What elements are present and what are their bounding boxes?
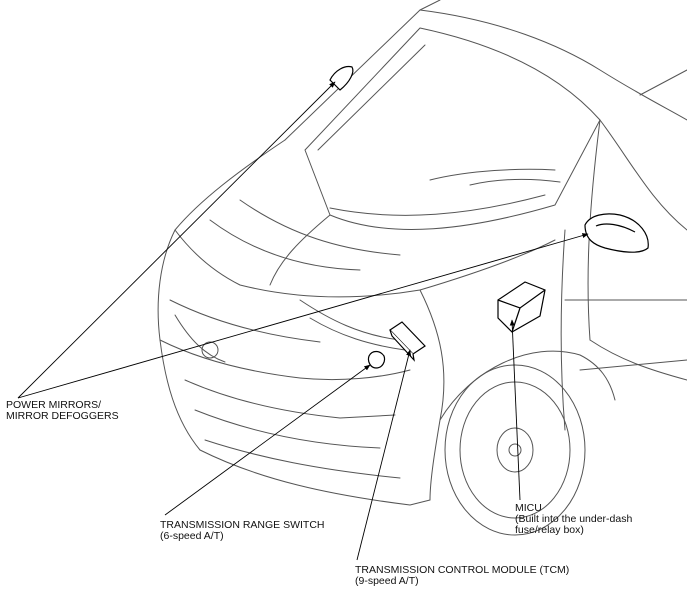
car-body-outline — [157, 0, 687, 536]
leader-line-mirror-right — [17, 233, 589, 399]
leader-lines — [17, 81, 589, 561]
label-micu: MICU (Built into the under-dash fuse/rel… — [515, 502, 633, 536]
mirror-icon — [329, 65, 649, 253]
label-power-mirrors: POWER MIRRORS/ MIRROR DEFOGGERS — [6, 399, 119, 422]
leader-line-mirror-left — [17, 81, 336, 399]
leader-line-micu — [509, 319, 521, 501]
tcm-module-icon — [389, 321, 426, 362]
micu-box-icon — [497, 281, 546, 333]
range-switch-icon — [367, 350, 386, 369]
label-tcm: TRANSMISSION CONTROL MODULE (TCM) (9-spe… — [355, 564, 570, 587]
leader-line-tcm — [356, 349, 412, 561]
label-transmission-range-switch: TRANSMISSION RANGE SWITCH (6-speed A/T) — [160, 519, 325, 542]
leader-line-range-switch — [164, 364, 371, 516]
